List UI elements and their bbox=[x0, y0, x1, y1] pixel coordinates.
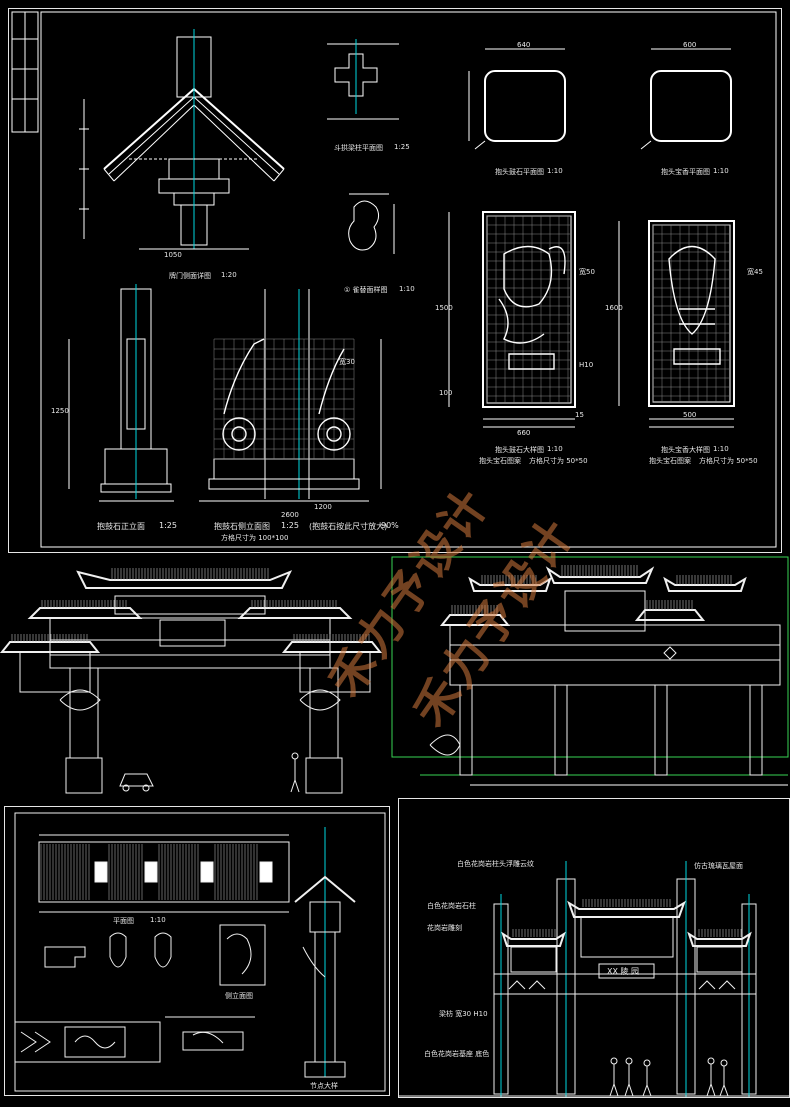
relief-left-title: 抱头鼓石大样图 bbox=[495, 446, 544, 454]
dim-500: 500 bbox=[683, 411, 697, 419]
cross-plan-scale: 1:25 bbox=[394, 143, 410, 151]
drum-elevation-pct: 90% bbox=[381, 521, 399, 530]
detail-drawing-panel: 牌门侧面详图 1:20 斗拱梁柱平面图 1:25 ① 雀替面样图 1:10 抱头… bbox=[8, 8, 782, 553]
plaque-plan-right-scale: 1:10 bbox=[713, 167, 729, 175]
dim-width-50: 宽50 bbox=[579, 268, 595, 276]
plaque-plan-right-title: 抱头宝香平面图 bbox=[661, 168, 710, 176]
relief-left-sub: 抱头宝石图案 bbox=[479, 457, 521, 465]
note-base: 白色花岗岩基座 底色 bbox=[424, 1050, 490, 1058]
gate-elevation-right bbox=[390, 555, 790, 800]
dim-2600: 2600 bbox=[281, 511, 299, 519]
gate-render-left bbox=[0, 560, 390, 800]
dim-600: 600 bbox=[683, 41, 697, 49]
note-beam: 梁枋 宽30 H10 bbox=[439, 1010, 488, 1018]
detail-plan-scale: 1:10 bbox=[150, 916, 166, 924]
cross-plan-title: 斗拱梁柱平面图 bbox=[334, 144, 383, 152]
gate-render-left-drawing bbox=[0, 568, 383, 794]
ornament-scale: 1:10 bbox=[399, 285, 415, 293]
dim-width-30: 宽30 bbox=[339, 358, 355, 366]
dim-1050: 1050 bbox=[164, 251, 182, 259]
relief-left-scale: 1:10 bbox=[547, 445, 563, 453]
detail-side-label: 侧立面图 bbox=[225, 992, 253, 1000]
side-section-title: 牌门侧面详图 bbox=[169, 272, 211, 280]
relief-right-grid: 方格尺寸为 50*50 bbox=[699, 457, 758, 465]
plaque-text: XX 陵 园 bbox=[607, 967, 640, 976]
construction-details-panel: 平面图 1:10 侧立面图 节点大样 bbox=[4, 806, 390, 1096]
detail-node-label: 节点大样 bbox=[310, 1082, 338, 1090]
drum-grid-note: 方格尺寸为 100*100 bbox=[221, 534, 289, 542]
dim-15: 15 bbox=[575, 411, 584, 419]
dim-width-45: 宽45 bbox=[747, 268, 763, 276]
dim-1600: 1600 bbox=[605, 304, 623, 312]
plaque-plan-left-scale: 1:10 bbox=[547, 167, 563, 175]
side-section-scale: 1:20 bbox=[221, 271, 237, 279]
dim-100: 100 bbox=[439, 389, 453, 397]
front-elevation-panel: XX 陵 园 白色花岗岩柱头浮雕云纹 仿古琉璃瓦屋面 白色花岗岩石柱 花岗岩雕刻… bbox=[398, 798, 790, 1098]
pillar-elevation-scale: 1:25 bbox=[159, 521, 177, 530]
front-elevation-drawing bbox=[399, 861, 789, 1097]
dim-h-10: H10 bbox=[579, 361, 594, 369]
note-pillar-top: 白色花岗岩柱头浮雕云纹 bbox=[457, 860, 534, 868]
construction-details-drawing bbox=[14, 812, 386, 1092]
drum-elevation-scale: 1:25 bbox=[281, 521, 299, 530]
relief-right-title: 抱头宝香大样图 bbox=[661, 446, 710, 454]
pillar-elevation-title: 抱鼓石正立面 bbox=[97, 522, 145, 531]
note-roof: 仿古琉璃瓦屋面 bbox=[694, 862, 743, 870]
relief-right-scale: 1:10 bbox=[713, 445, 729, 453]
dim-1500: 1500 bbox=[435, 304, 453, 312]
drum-elevation-title: 抱鼓石侧立面图 bbox=[214, 522, 270, 531]
dim-1250: 1250 bbox=[51, 407, 69, 415]
note-pillar: 白色花岗岩石柱 bbox=[427, 902, 476, 910]
detail-drawing-lines bbox=[11, 11, 777, 548]
dim-660: 660 bbox=[517, 429, 531, 437]
relief-right-sub: 抱头宝石图案 bbox=[649, 457, 691, 465]
note-carving: 花岗岩雕刻 bbox=[427, 924, 462, 932]
ornament-title: ① 雀替面样图 bbox=[344, 286, 388, 294]
gate-elevation-right-drawing bbox=[391, 556, 789, 786]
relief-left-grid: 方格尺寸为 50*50 bbox=[529, 457, 588, 465]
drum-elevation-note: (抱鼓石按此尺寸放大) bbox=[309, 522, 388, 531]
plaque-plan-left-title: 抱头鼓石平面图 bbox=[495, 168, 544, 176]
dim-1200: 1200 bbox=[314, 503, 332, 511]
dim-640: 640 bbox=[517, 41, 531, 49]
detail-plan-label: 平面图 bbox=[113, 917, 134, 925]
